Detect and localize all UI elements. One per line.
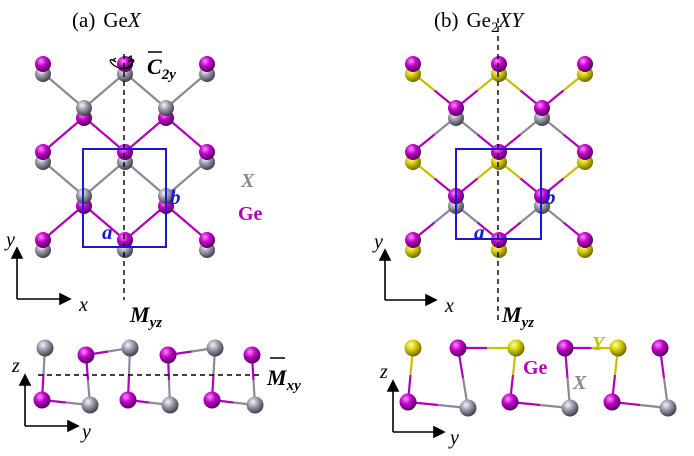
side-b-atom-ge [651, 339, 669, 357]
panel-b-atom-ge [491, 56, 507, 72]
side-b-atom-x [561, 399, 579, 417]
panel-b-atom-ge [405, 232, 421, 248]
axis-y-label-side-a: y [80, 421, 91, 443]
side-a-atom-ge [243, 346, 261, 364]
species-y-label-b: Y [592, 333, 606, 355]
panel-a-atom-ge [199, 56, 215, 72]
species-x-label-a: X [240, 170, 255, 192]
panel-a-atom-x [158, 100, 174, 116]
axes-xy-a [10, 246, 72, 306]
unit-cell-b [455, 148, 542, 240]
side-b-atom-ge [556, 339, 574, 357]
panel-b-atom-ge [577, 232, 593, 248]
panel-b-atom-ge [577, 144, 593, 160]
axes-zy-a [18, 373, 80, 433]
panel-a-atom-ge [199, 144, 215, 160]
side-a-atom-ge [77, 346, 95, 364]
panel-a-atom-ge [199, 232, 215, 248]
lattice-vector-b-label-a: b [170, 185, 181, 209]
panel-b-atom-ge [405, 144, 421, 160]
myz-label-a: Myz [129, 302, 162, 331]
atoms-layer [33, 56, 677, 417]
side-b-atom-y [507, 339, 525, 357]
lattice-vector-a-label-b: a [474, 220, 485, 244]
panel-a-atom-ge [35, 56, 51, 72]
panel-b-title: (b)Ge2XY [434, 8, 525, 36]
axis-y-label-side-b: y [448, 427, 459, 449]
side-b-atom-y [609, 339, 627, 357]
side-b-atom-x [659, 399, 677, 417]
panel-b-atom-ge [534, 100, 550, 116]
myz-label-b: Myz [501, 302, 534, 331]
lattice-vector-a-label-a: a [102, 220, 113, 244]
panel-a-atom-ge [117, 232, 133, 248]
side-a-atom-x [206, 339, 224, 357]
bonds-layer [40, 72, 670, 410]
axes-zy-b [386, 379, 446, 439]
panel-b-atom-ge [577, 56, 593, 72]
side-b-atom-ge [603, 393, 621, 411]
rotation-arrow-icon [109, 54, 135, 70]
axes-xy-b [378, 248, 438, 307]
mxy-label: Mxy [266, 357, 301, 394]
side-b-atom-ge [449, 339, 467, 357]
side-b-atom-ge [399, 393, 417, 411]
species-ge-label-b: Ge [523, 357, 548, 379]
axis-z-label-a: z [11, 355, 20, 377]
panel-a-atom-ge [117, 144, 133, 160]
axis-y-label-a: y [4, 229, 15, 251]
svg-text:Mxy: Mxy [266, 365, 301, 394]
side-a-atom-x [81, 396, 99, 414]
species-ge-label-a: Ge [238, 203, 263, 225]
side-a-atom-ge [119, 391, 137, 409]
side-b-atom-ge [501, 393, 519, 411]
panel-a-atom-x [76, 100, 92, 116]
lattice-vector-b-label-b: b [545, 185, 556, 209]
panel-b-atom-ge [448, 100, 464, 116]
side-a-atom-x [121, 339, 139, 357]
side-a-atom-x [36, 339, 54, 357]
panel-b-atom-ge [405, 56, 421, 72]
panel-a-atom-ge [35, 232, 51, 248]
panel-a-title: (a)GeX [72, 8, 142, 32]
axis-x-label-a: x [78, 294, 88, 316]
axis-x-label-b: x [444, 295, 454, 317]
unit-cell-a [82, 148, 167, 248]
panel-b-atom-ge [491, 144, 507, 160]
svg-text:C2y: C2y [147, 54, 176, 83]
side-b-atom-x [459, 399, 477, 417]
side-a-atom-ge [159, 346, 177, 364]
side-a-atom-ge [33, 391, 51, 409]
axis-y-label-b: y [372, 231, 383, 253]
side-a-atom-x [246, 396, 264, 414]
species-x-label-b: X [572, 372, 587, 394]
side-a-atom-ge [203, 391, 221, 409]
side-b-atom-y [404, 339, 422, 357]
side-a-atom-x [161, 396, 179, 414]
c2y-label: C2y [147, 51, 176, 83]
axis-z-label-b: z [379, 361, 388, 383]
panel-a-atom-ge [35, 144, 51, 160]
